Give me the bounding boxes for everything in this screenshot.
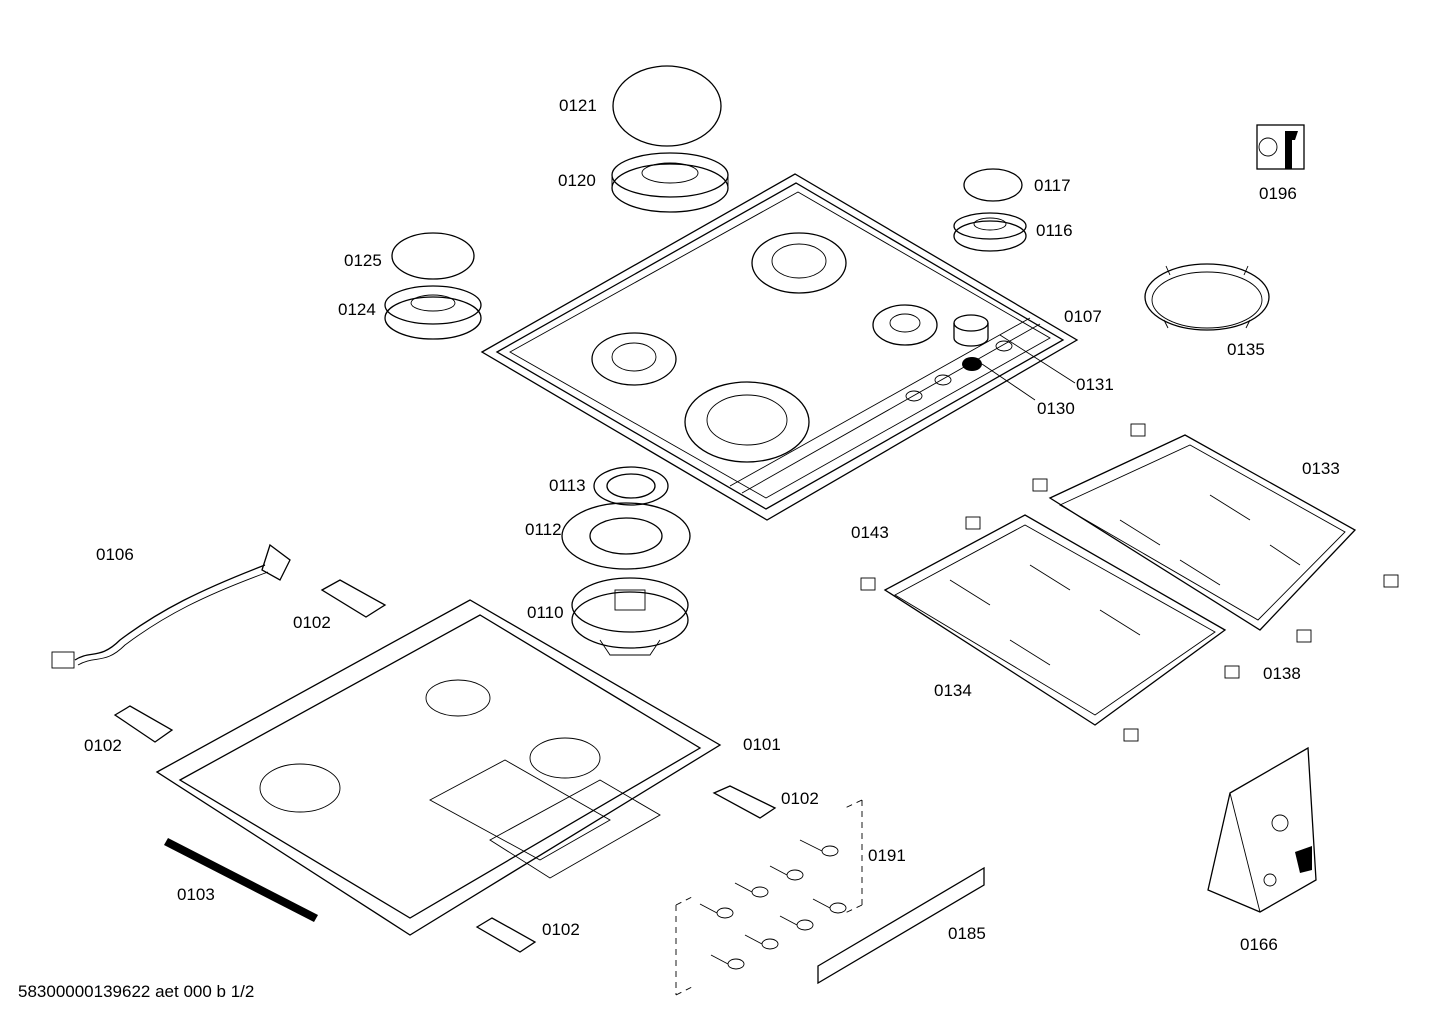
label-0131: 0131 xyxy=(1076,375,1114,394)
label-0120: 0120 xyxy=(558,171,596,190)
part-0116-burner xyxy=(953,212,1027,252)
label-0143: 0143 xyxy=(851,523,889,542)
part-0101-base-tray xyxy=(155,599,722,936)
part-0120-burner-ring xyxy=(611,152,729,213)
part-0112-ring xyxy=(561,502,691,570)
part-0113-ring xyxy=(593,466,669,506)
part-0124-burner xyxy=(384,285,482,340)
label-0107: 0107 xyxy=(1064,307,1102,326)
part-0133-grate xyxy=(1048,434,1357,631)
label-0103: 0103 xyxy=(177,885,215,904)
label-0191: 0191 xyxy=(868,846,906,865)
part-0106-power-cable xyxy=(51,543,291,669)
label-0133: 0133 xyxy=(1302,459,1340,478)
part-0121-burner-cap xyxy=(612,65,722,147)
label-0166: 0166 xyxy=(1240,935,1278,954)
label-0102-c: 0102 xyxy=(781,789,819,808)
part-0185-strip xyxy=(817,866,985,985)
part-0191-screws xyxy=(675,799,863,996)
part-0131-knob xyxy=(953,314,1076,401)
label-0125: 0125 xyxy=(344,251,382,270)
label-0135: 0135 xyxy=(1227,340,1265,359)
label-0124: 0124 xyxy=(338,300,376,319)
part-0138-feet xyxy=(860,423,1399,742)
part-0102-clip xyxy=(113,579,777,953)
part-0110-burner xyxy=(571,577,689,656)
label-0185: 0185 xyxy=(948,924,986,943)
part-0103-seal-strip xyxy=(164,838,318,922)
part-0135-wok-ring xyxy=(1144,263,1270,331)
label-0134: 0134 xyxy=(934,681,972,700)
label-0101: 0101 xyxy=(743,735,781,754)
label-0106: 0106 xyxy=(96,545,134,564)
label-0113: 0113 xyxy=(549,476,586,495)
label-0112: 0112 xyxy=(525,520,562,539)
label-0117: 0117 xyxy=(1034,176,1071,195)
label-0130: 0130 xyxy=(1037,399,1075,418)
label-0102-a: 0102 xyxy=(293,613,331,632)
label-0102-b: 0102 xyxy=(84,736,122,755)
part-0134-grate xyxy=(883,514,1227,726)
part-0107-hob-top xyxy=(480,173,1079,521)
part-0166-document-kit xyxy=(1207,746,1317,913)
part-0196-service-icon xyxy=(1256,124,1305,170)
part-0125-burner-cap xyxy=(391,232,475,280)
label-0102-d: 0102 xyxy=(542,920,580,939)
label-0121: 0121 xyxy=(559,96,597,115)
label-0116: 0116 xyxy=(1036,221,1073,240)
label-0110: 0110 xyxy=(527,603,564,622)
part-0117-burner-cap xyxy=(963,168,1023,202)
label-0196: 0196 xyxy=(1259,184,1297,203)
document-footer: 58300000139622 aet 000 b 1/2 xyxy=(18,982,255,1001)
label-0138: 0138 xyxy=(1263,664,1301,683)
